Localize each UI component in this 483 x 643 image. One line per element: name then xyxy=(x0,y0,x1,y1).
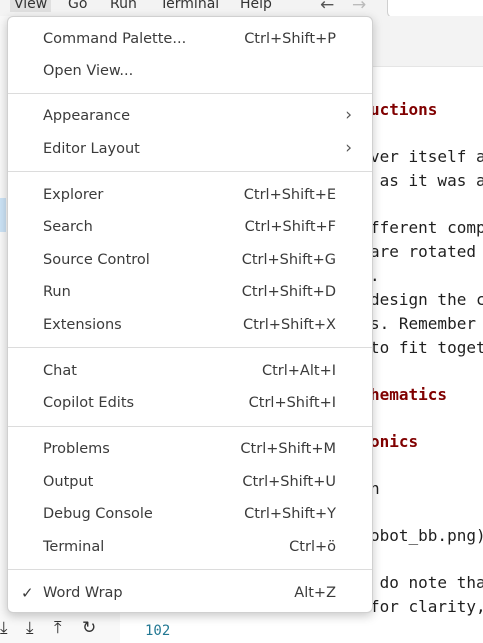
menu-item-label: Command Palette... xyxy=(43,31,187,47)
step-into-icon[interactable]: ⤓ xyxy=(26,618,34,638)
code-line: n xyxy=(370,479,380,498)
menu-item-search[interactable]: Search Ctrl+Shift+F xyxy=(8,213,372,243)
menu-item-debug-console[interactable]: Debug Console Ctrl+Shift+Y xyxy=(8,500,372,530)
checkmark-icon: ✓ xyxy=(21,584,34,602)
menu-item-label: Chat xyxy=(43,363,77,379)
menu-item-appearance[interactable]: Appearance › xyxy=(8,102,372,132)
menu-item-terminal[interactable]: Terminal Ctrl+ö xyxy=(8,533,372,563)
code-line: uctions xyxy=(370,100,438,119)
code-line: obot_bb.png) xyxy=(370,526,483,545)
menu-item-command-palette[interactable]: Command Palette... Ctrl+Shift+P xyxy=(8,25,372,55)
menu-item-chat[interactable]: Chat Ctrl+Alt+I xyxy=(8,357,372,387)
menu-separator xyxy=(8,347,372,348)
keyboard-shortcut: Ctrl+Shift+Y xyxy=(244,506,336,522)
menu-item-extensions[interactable]: Extensions Ctrl+Shift+X xyxy=(8,311,372,341)
code-line: fferent comp xyxy=(370,218,483,237)
chevron-right-icon: › xyxy=(345,138,352,158)
keyboard-shortcut: Ctrl+ö xyxy=(289,539,336,555)
menu-item-output[interactable]: Output Ctrl+Shift+U xyxy=(8,468,372,498)
view-menu-dropdown: Command Palette... Ctrl+Shift+P Open View.… xyxy=(7,16,373,613)
menu-item-label: Explorer xyxy=(43,187,104,203)
code-line: design the c xyxy=(370,290,483,309)
selected-item-highlight xyxy=(0,198,6,232)
menu-separator xyxy=(8,93,372,94)
menu-item-label: Terminal xyxy=(43,539,105,555)
menu-item-editor-layout[interactable]: Editor Layout › xyxy=(8,135,372,165)
menu-item-label: Search xyxy=(43,219,93,235)
menu-item-run[interactable]: Run Ctrl+Shift+D xyxy=(8,278,372,308)
chevron-right-icon: › xyxy=(345,105,352,125)
menubar: View Go Run Terminal Help ← → xyxy=(0,0,483,18)
code-line: onics xyxy=(370,432,419,451)
download-icon[interactable]: ⤓ xyxy=(0,618,8,638)
back-arrow-icon[interactable]: ← xyxy=(320,0,335,15)
menu-item-copilot-edits[interactable]: Copilot Edits Ctrl+Shift+I xyxy=(8,389,372,419)
keyboard-shortcut: Alt+Z xyxy=(294,585,336,601)
menu-help[interactable]: Help xyxy=(240,0,272,12)
menu-separator xyxy=(8,569,372,570)
menu-item-label: Output xyxy=(43,474,94,490)
menu-item-label: Appearance xyxy=(43,108,131,124)
keyboard-shortcut: Ctrl+Shift+F xyxy=(244,219,336,235)
menu-item-problems[interactable]: Problems Ctrl+Shift+M xyxy=(8,435,372,465)
menu-item-label: Open View... xyxy=(43,63,134,79)
menu-separator xyxy=(8,171,372,172)
keyboard-shortcut: Ctrl+Shift+M xyxy=(240,441,336,457)
code-line: ver itself a xyxy=(370,147,483,166)
keyboard-shortcut: Ctrl+Shift+P xyxy=(244,31,336,47)
panel-toolbar: ⤓ ⤓ ⤒ ↻ xyxy=(0,618,120,643)
forward-arrow-icon[interactable]: → xyxy=(352,0,367,15)
code-line: . xyxy=(370,266,380,285)
code-line: for clarity, xyxy=(370,597,483,616)
menu-go[interactable]: Go xyxy=(68,0,88,12)
code-line: to fit toget xyxy=(370,338,483,357)
menu-item-explorer[interactable]: Explorer Ctrl+Shift+E xyxy=(8,181,372,211)
menu-item-label: Problems xyxy=(43,441,110,457)
code-line: hematics xyxy=(370,385,448,404)
keyboard-shortcut: Ctrl+Shift+D xyxy=(241,284,336,300)
code-line: s. Remember xyxy=(370,314,476,333)
keyboard-shortcut: Ctrl+Alt+I xyxy=(261,363,336,379)
menu-terminal[interactable]: Terminal xyxy=(160,0,220,12)
menu-run[interactable]: Run xyxy=(110,0,137,12)
menu-item-word-wrap[interactable]: ✓ Word Wrap Alt+Z xyxy=(8,579,372,609)
menu-item-label: Extensions xyxy=(43,317,122,333)
menu-item-open-view[interactable]: Open View... xyxy=(8,57,372,87)
keyboard-shortcut: Ctrl+Shift+E xyxy=(243,187,336,203)
menu-view[interactable]: View xyxy=(10,0,52,12)
keyboard-shortcut: Ctrl+Shift+G xyxy=(241,252,336,268)
menu-item-label: Run xyxy=(43,284,71,300)
menu-item-label: Debug Console xyxy=(43,506,153,522)
keyboard-shortcut: Ctrl+Shift+U xyxy=(242,474,336,490)
code-line: as it was a xyxy=(370,171,483,190)
menu-item-label: Word Wrap xyxy=(43,585,123,601)
code-line: do note tha xyxy=(370,573,483,592)
menu-item-label: Editor Layout xyxy=(43,141,140,157)
keyboard-shortcut: Ctrl+Shift+X xyxy=(243,317,336,333)
menu-item-label: Source Control xyxy=(43,252,150,268)
code-line: are rotated xyxy=(370,242,476,261)
step-out-icon[interactable]: ⤒ xyxy=(54,618,62,638)
menu-item-source-control[interactable]: Source Control Ctrl+Shift+G xyxy=(8,246,372,276)
menu-item-label: Copilot Edits xyxy=(43,395,135,411)
line-number: 102 xyxy=(145,623,171,639)
refresh-icon[interactable]: ↻ xyxy=(82,618,97,638)
menu-separator xyxy=(8,426,372,427)
keyboard-shortcut: Ctrl+Shift+I xyxy=(248,395,336,411)
